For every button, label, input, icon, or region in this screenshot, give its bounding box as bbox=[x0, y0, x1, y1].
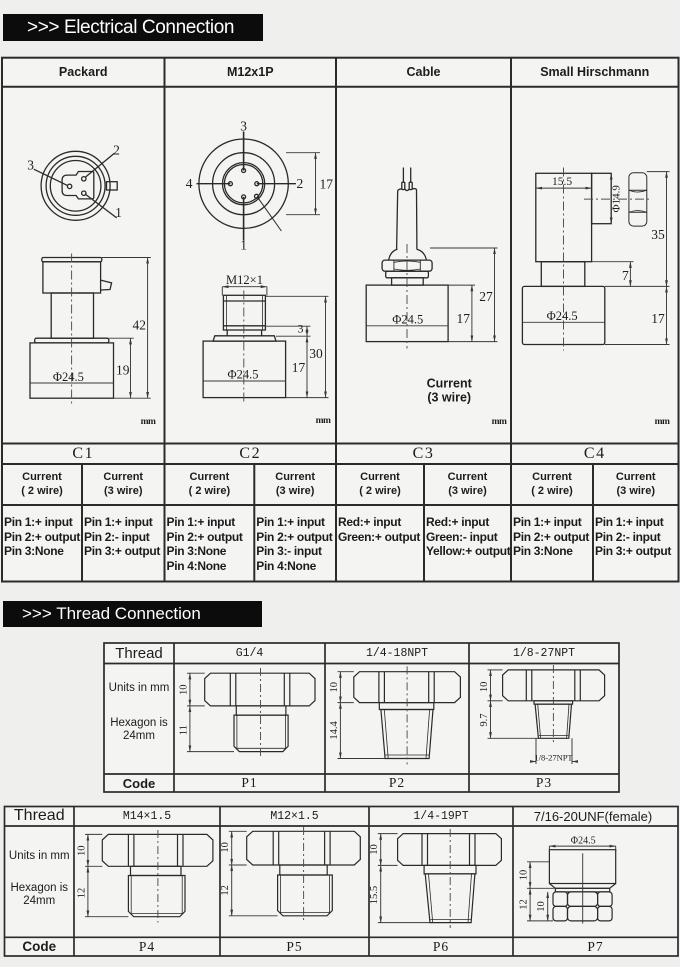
svg-text:7: 7 bbox=[622, 268, 629, 283]
svg-text:3: 3 bbox=[240, 119, 247, 134]
svg-text:42: 42 bbox=[133, 317, 147, 332]
svg-text:mm: mm bbox=[492, 417, 507, 427]
svg-text:12: 12 bbox=[76, 888, 87, 899]
svg-text:9.7: 9.7 bbox=[479, 713, 490, 726]
svg-text:Φ24.5: Φ24.5 bbox=[392, 313, 423, 327]
svg-text:17: 17 bbox=[292, 360, 306, 375]
svg-text:2: 2 bbox=[113, 143, 120, 158]
svg-text:3: 3 bbox=[27, 158, 34, 173]
svg-text:M12×1: M12×1 bbox=[226, 273, 263, 287]
svg-text:1: 1 bbox=[240, 238, 247, 253]
svg-text:1: 1 bbox=[115, 205, 122, 220]
svg-text:17: 17 bbox=[651, 311, 665, 326]
svg-text:Current: Current bbox=[427, 377, 473, 391]
svg-text:35: 35 bbox=[651, 227, 665, 242]
svg-text:Φ24.5: Φ24.5 bbox=[227, 368, 258, 382]
svg-text:2: 2 bbox=[297, 176, 304, 191]
svg-text:10: 10 bbox=[329, 682, 340, 693]
svg-text:15.5: 15.5 bbox=[552, 176, 572, 188]
svg-text:Φ24.5: Φ24.5 bbox=[547, 309, 578, 323]
svg-text:17: 17 bbox=[457, 311, 471, 326]
svg-text:1/8-27NPT: 1/8-27NPT bbox=[534, 753, 573, 763]
svg-text:11: 11 bbox=[179, 725, 190, 735]
svg-text:4: 4 bbox=[186, 176, 193, 191]
svg-text:3: 3 bbox=[298, 322, 304, 336]
svg-text:(3 wire): (3 wire) bbox=[427, 391, 471, 405]
svg-text:17: 17 bbox=[320, 177, 334, 192]
svg-text:10: 10 bbox=[369, 844, 380, 855]
svg-text:12: 12 bbox=[220, 885, 231, 896]
svg-text:27: 27 bbox=[479, 289, 493, 304]
svg-text:10: 10 bbox=[220, 842, 231, 853]
svg-text:10: 10 bbox=[479, 682, 490, 693]
svg-text:10: 10 bbox=[76, 846, 87, 857]
svg-text:Φ14.9: Φ14.9 bbox=[611, 185, 623, 213]
svg-text:14.4: 14.4 bbox=[329, 720, 340, 739]
svg-text:30: 30 bbox=[309, 346, 323, 361]
svg-text:10: 10 bbox=[519, 870, 530, 881]
svg-text:12: 12 bbox=[519, 899, 530, 910]
svg-text:Φ24.5: Φ24.5 bbox=[571, 835, 596, 846]
svg-text:10: 10 bbox=[179, 685, 190, 696]
svg-text:15.5: 15.5 bbox=[369, 886, 380, 904]
svg-text:19: 19 bbox=[116, 363, 130, 378]
svg-text:10: 10 bbox=[536, 901, 547, 912]
svg-text:mm: mm bbox=[316, 416, 331, 426]
svg-text:mm: mm bbox=[655, 417, 670, 427]
svg-text:mm: mm bbox=[141, 417, 156, 427]
svg-text:Φ24.5: Φ24.5 bbox=[53, 370, 84, 384]
